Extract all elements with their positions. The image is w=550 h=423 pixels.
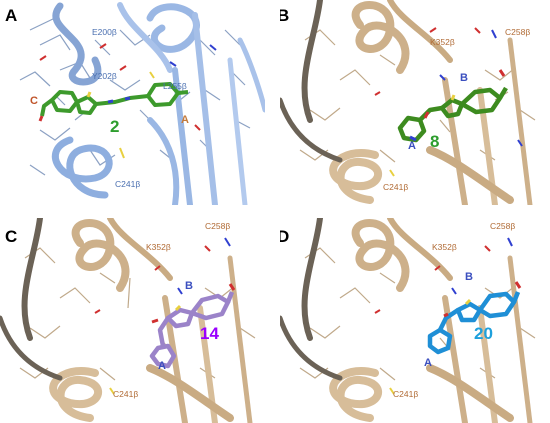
- ligand-2-sulfur: [86, 91, 92, 98]
- panel-c: C K352β C258β C241β B A 14: [0, 218, 265, 423]
- panel-d-structure: [280, 218, 536, 423]
- ring-label-a: A: [158, 360, 166, 372]
- ligand-20-oxygen-2: [514, 281, 522, 289]
- ligand-8: [397, 86, 508, 143]
- polar-atoms: [39, 43, 217, 159]
- ring-label-a: A: [181, 114, 189, 126]
- helix-ribbons: [280, 0, 533, 205]
- ligand-2: [40, 82, 189, 117]
- residue-label-l255: L255β: [163, 81, 187, 91]
- panel-d: D K352β C258β C241β B A 20: [280, 218, 550, 423]
- panel-a-structure: [19, 2, 265, 205]
- panel-b-label: B: [280, 6, 290, 25]
- compound-label-20: 20: [474, 324, 493, 343]
- ligand-2-oxygen: [38, 115, 44, 122]
- panel-b: B K352β C258β C241β B A 8: [280, 0, 550, 205]
- panel-c-structure: [0, 218, 256, 423]
- residue-label-c241: C241β: [113, 389, 139, 399]
- ligand-8-nitrogen: [409, 135, 417, 142]
- ring-label-b: B: [465, 271, 473, 283]
- ligand-8-sulfur: [450, 94, 456, 101]
- ligand-20-sulfur: [464, 298, 472, 306]
- ligand-2-nitrogen-2: [124, 96, 131, 101]
- compound-label-14: 14: [200, 324, 219, 343]
- residue-label-c241: C241β: [383, 182, 409, 192]
- ring-label-b: B: [185, 280, 193, 292]
- panel-c-label: C: [5, 227, 18, 246]
- ligand-14-sulfur: [174, 304, 182, 312]
- compound-label-2: 2: [110, 117, 120, 136]
- ligand-14-oxygen-2: [228, 283, 236, 291]
- compound-label-8: 8: [430, 132, 440, 151]
- residue-label-c241: C241β: [393, 389, 419, 399]
- ligand-8-oxygen: [423, 111, 430, 119]
- panel-b-structure: [280, 0, 536, 205]
- residue-label-k352: K352β: [432, 242, 457, 252]
- residue-label-e200: E200β: [92, 27, 117, 37]
- residue-label-c241: C241β: [115, 179, 141, 189]
- residue-label-y202: Y202β: [92, 71, 117, 81]
- background-sticks: [19, 17, 251, 176]
- residue-label-c258: C258β: [205, 221, 231, 231]
- helix-ribbons: [0, 218, 253, 423]
- residue-label-k352: K352β: [430, 37, 455, 47]
- residue-label-c258: C258β: [490, 221, 516, 231]
- ring-label-a: A: [424, 357, 432, 369]
- ligand-8-oxygen-2: [498, 69, 506, 77]
- ligand-20-oxygen: [443, 312, 449, 318]
- ring-label-b: B: [460, 72, 468, 84]
- residue-label-k352: K352β: [146, 242, 171, 252]
- polar-atoms: [374, 237, 513, 395]
- panel-d-label: D: [280, 227, 290, 246]
- ligand-20: [427, 291, 521, 355]
- panel-a-label: A: [5, 6, 18, 25]
- panel-a: A E200β Y202β L255β C241β C A 2: [0, 0, 265, 205]
- helix-ribbons: [51, 2, 265, 205]
- polar-atoms: [94, 237, 231, 395]
- ligand-14: [149, 291, 235, 369]
- helix-ribbons: [280, 218, 533, 423]
- polar-atoms: [374, 27, 523, 177]
- ligand-2-nitrogen: [107, 99, 114, 104]
- residue-label-c258: C258β: [505, 27, 531, 37]
- ligand-14-oxygen: [151, 318, 159, 324]
- ring-label-c: C: [30, 95, 38, 107]
- ring-label-a: A: [408, 140, 416, 152]
